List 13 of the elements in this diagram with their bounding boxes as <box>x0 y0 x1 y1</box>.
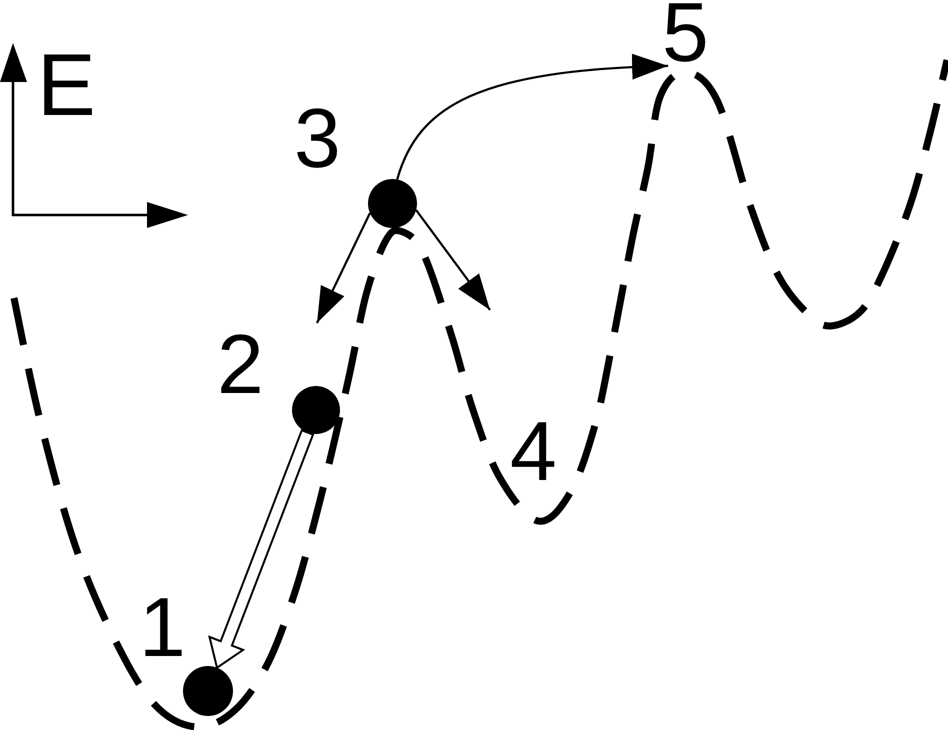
arrow <box>415 209 491 311</box>
position-number: 1 <box>139 595 186 659</box>
ball <box>292 386 340 434</box>
arrow <box>208 429 314 670</box>
ball <box>368 179 417 228</box>
position-number: 2 <box>217 332 264 396</box>
position-number: 5 <box>662 0 709 64</box>
axis-label: E <box>37 52 96 118</box>
position-number: 4 <box>510 419 557 483</box>
arrow <box>316 212 371 324</box>
ball <box>183 666 233 716</box>
position-number: 3 <box>294 106 341 170</box>
arrow <box>396 54 668 180</box>
